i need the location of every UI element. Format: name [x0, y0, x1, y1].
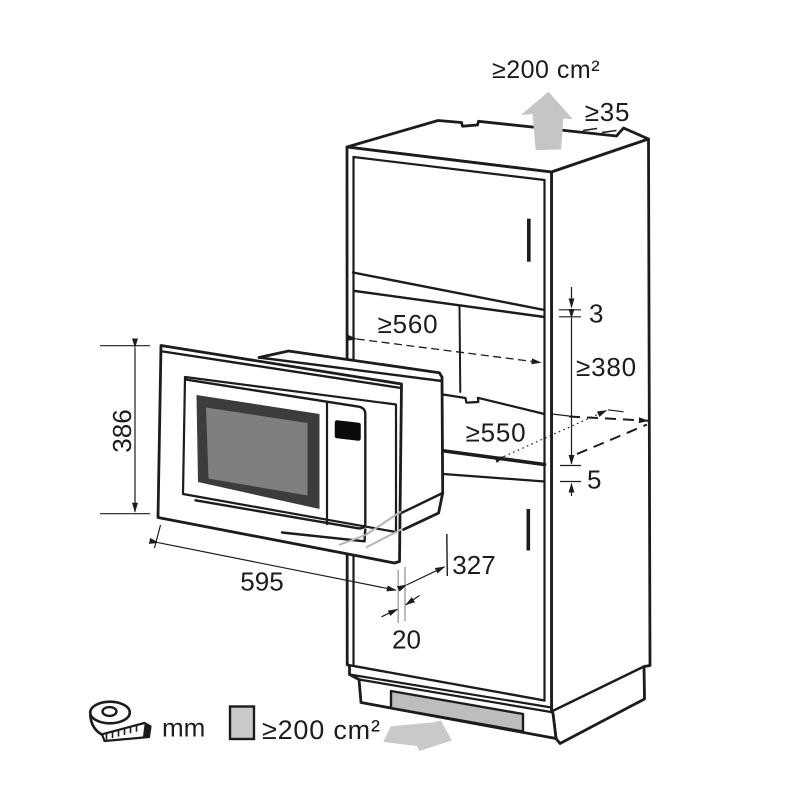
svg-text:327: 327	[452, 550, 495, 580]
svg-text:595: 595	[240, 567, 283, 597]
svg-text:20: 20	[392, 625, 421, 655]
svg-text:5: 5	[587, 465, 601, 495]
svg-text:mm: mm	[162, 713, 205, 743]
svg-text:≥200 cm²: ≥200 cm²	[262, 715, 381, 745]
svg-text:≥550: ≥550	[466, 418, 527, 448]
svg-text:3: 3	[589, 299, 603, 329]
svg-text:≥560: ≥560	[378, 309, 439, 339]
svg-text:≥200 cm²: ≥200 cm²	[492, 56, 600, 84]
svg-text:≥380: ≥380	[576, 352, 637, 382]
svg-text:≥35: ≥35	[585, 97, 631, 127]
svg-text:386: 386	[107, 409, 137, 452]
